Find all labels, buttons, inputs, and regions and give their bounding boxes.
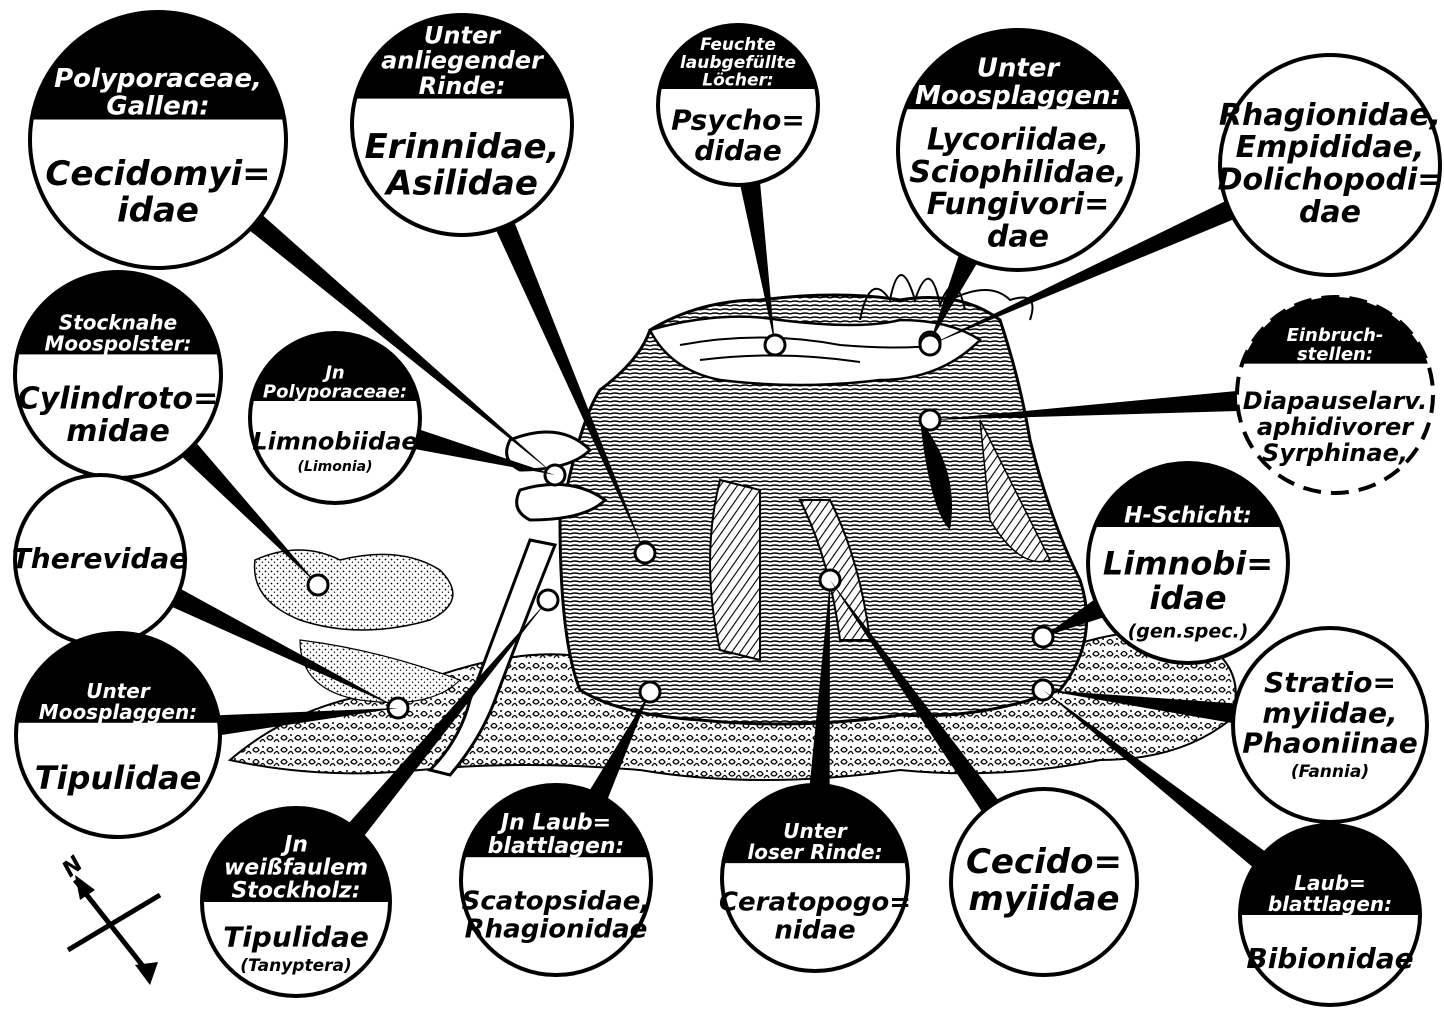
callout-body-line: Limnobiidae — [252, 428, 417, 456]
callout-subtitle: (Tanyptera) — [240, 956, 351, 976]
location-marker — [640, 682, 660, 702]
callout-subtitle: (gen.spec.) — [1128, 620, 1249, 642]
north-arrow: N — [58, 852, 160, 985]
callout-body-line: idae — [1149, 579, 1226, 617]
callout-body-line: Ceratopogo= — [719, 887, 911, 917]
callout-header-line: blattlagen: — [488, 834, 625, 859]
callout-header-line: Jn Laub= — [497, 811, 611, 836]
callout-header-line: Moosplaggen: — [39, 700, 197, 724]
callout-body-line: Diapauselarv. — [1243, 387, 1427, 415]
callout-subtitle: (Fannia) — [1291, 762, 1369, 782]
callout-h-schicht: H-Schicht: Limnobi=idae (gen.spec.) — [1088, 463, 1288, 663]
callout-cecido-bottom: Cecido=myiidae — [951, 789, 1137, 975]
callout-header-line: loser Rinde: — [747, 840, 882, 864]
location-marker — [920, 335, 940, 355]
callout-body-line: midae — [66, 414, 170, 449]
callout-header-line: Gallen: — [106, 91, 209, 121]
callout-body-line: nidae — [774, 915, 855, 945]
callout-header-line: anliegender — [381, 47, 545, 75]
callout-header-line: Unter — [424, 21, 502, 49]
callout-body-line: Dolichopodi= — [1218, 163, 1443, 198]
north-label: N — [58, 852, 88, 883]
callout-einbruch: Einbruch-stellen: Diapauselarv.aphidivore… — [1237, 297, 1433, 493]
callout-body-line: dae — [987, 220, 1049, 255]
callout-body-line: Stratio= — [1264, 666, 1396, 699]
callout-loecher: FeuchtelaubgefüllteLöcher:Psycho=didae — [658, 25, 818, 185]
callout-header-line: Polyporaceae: — [263, 381, 407, 402]
callout-body-line: Sciophilidae, — [909, 155, 1126, 190]
callout-body-line: myiidae, — [1262, 696, 1397, 729]
callout-body-line: Erinnidae, — [365, 127, 560, 167]
callout-header-line: stellen: — [1297, 344, 1373, 365]
callout-header-line: Moospolster: — [44, 331, 191, 355]
callout-body-line: myiidae — [968, 879, 1119, 919]
callout-body-line: Asilidae — [383, 164, 538, 204]
callout-rhagionidae: Rhagionidae,Empididae,Dolichopodi=dae — [1218, 55, 1443, 275]
callout-body-line: Rhagionidae, — [1219, 98, 1441, 133]
callout-body-line: Therevidae — [12, 542, 189, 575]
callout-body-line: Cecido= — [966, 842, 1122, 882]
location-marker — [765, 335, 785, 355]
callout-body-line: Tipulidae — [223, 920, 369, 953]
callout-body-line: Scatopsidae, — [462, 886, 651, 916]
location-marker — [920, 410, 940, 430]
callout-header-line: Polyporaceae, — [54, 64, 262, 94]
callout-stratiomyiidae: Stratio=myiidae,Phaoniinae (Fannia) — [1233, 628, 1427, 822]
callout-body-line: Empididae, — [1236, 130, 1425, 165]
callout-body-line: Rhagionidae — [465, 914, 648, 944]
callout-body-line: Tipulidae — [35, 759, 202, 797]
callout-header-line: Jn — [322, 363, 345, 384]
location-marker — [1033, 627, 1053, 647]
callout-header-line: weißfaulem — [224, 856, 368, 881]
callout-body-line: didae — [694, 134, 782, 167]
location-marker — [538, 590, 558, 610]
callout-header-line: H-Schicht: — [1124, 504, 1252, 529]
callout-body-line: Fungivori= — [927, 187, 1109, 222]
callout-polyporaceae: Polyporaceae,Gallen: Cecidomyi=idae — [30, 12, 286, 268]
callout-body-line: Limnobi= — [1103, 545, 1273, 583]
callout-header-line: Rinde: — [419, 72, 506, 100]
callout-header-line: Jn — [280, 832, 308, 857]
callout-laubblatt: Jn Laub=blattlagen: Scatopsidae,Rhagionid… — [461, 785, 651, 975]
callout-header-line: Löcher: — [702, 71, 773, 91]
callout-body-line: Psycho= — [671, 104, 805, 137]
callout-therevidae: Therevidae — [12, 475, 189, 645]
callout-body-line: Cecidomyi= — [45, 154, 270, 194]
callout-body-line: Lycoriidae, — [927, 122, 1109, 157]
callout-body-line: Phaoniinae — [1242, 726, 1418, 759]
location-marker — [635, 543, 655, 563]
callout-body-line: aphidivorer — [1257, 413, 1415, 441]
callout-body-line: dae — [1299, 195, 1361, 230]
callout-subtitle: (Limonia) — [298, 459, 373, 475]
callout-header-line: Unter — [977, 54, 1062, 84]
callout-header-line: Einbruch- — [1287, 325, 1384, 346]
callout-bibionidae: Laub=blattlagen:Bibionidae — [1240, 825, 1420, 1005]
callout-header-line: Stockholz: — [231, 879, 360, 904]
callout-body-line: Syrphinae, — [1262, 439, 1408, 467]
callout-body-line: Cylindroto= — [18, 381, 218, 416]
location-marker — [308, 575, 328, 595]
callout-header-line: blattlagen: — [1268, 892, 1392, 916]
callout-body-line: idae — [117, 191, 199, 231]
moss-cushion — [255, 550, 460, 703]
callout-body-line: Bibionidae — [1246, 942, 1413, 975]
callout-header-line: Moosplaggen: — [915, 81, 1121, 111]
